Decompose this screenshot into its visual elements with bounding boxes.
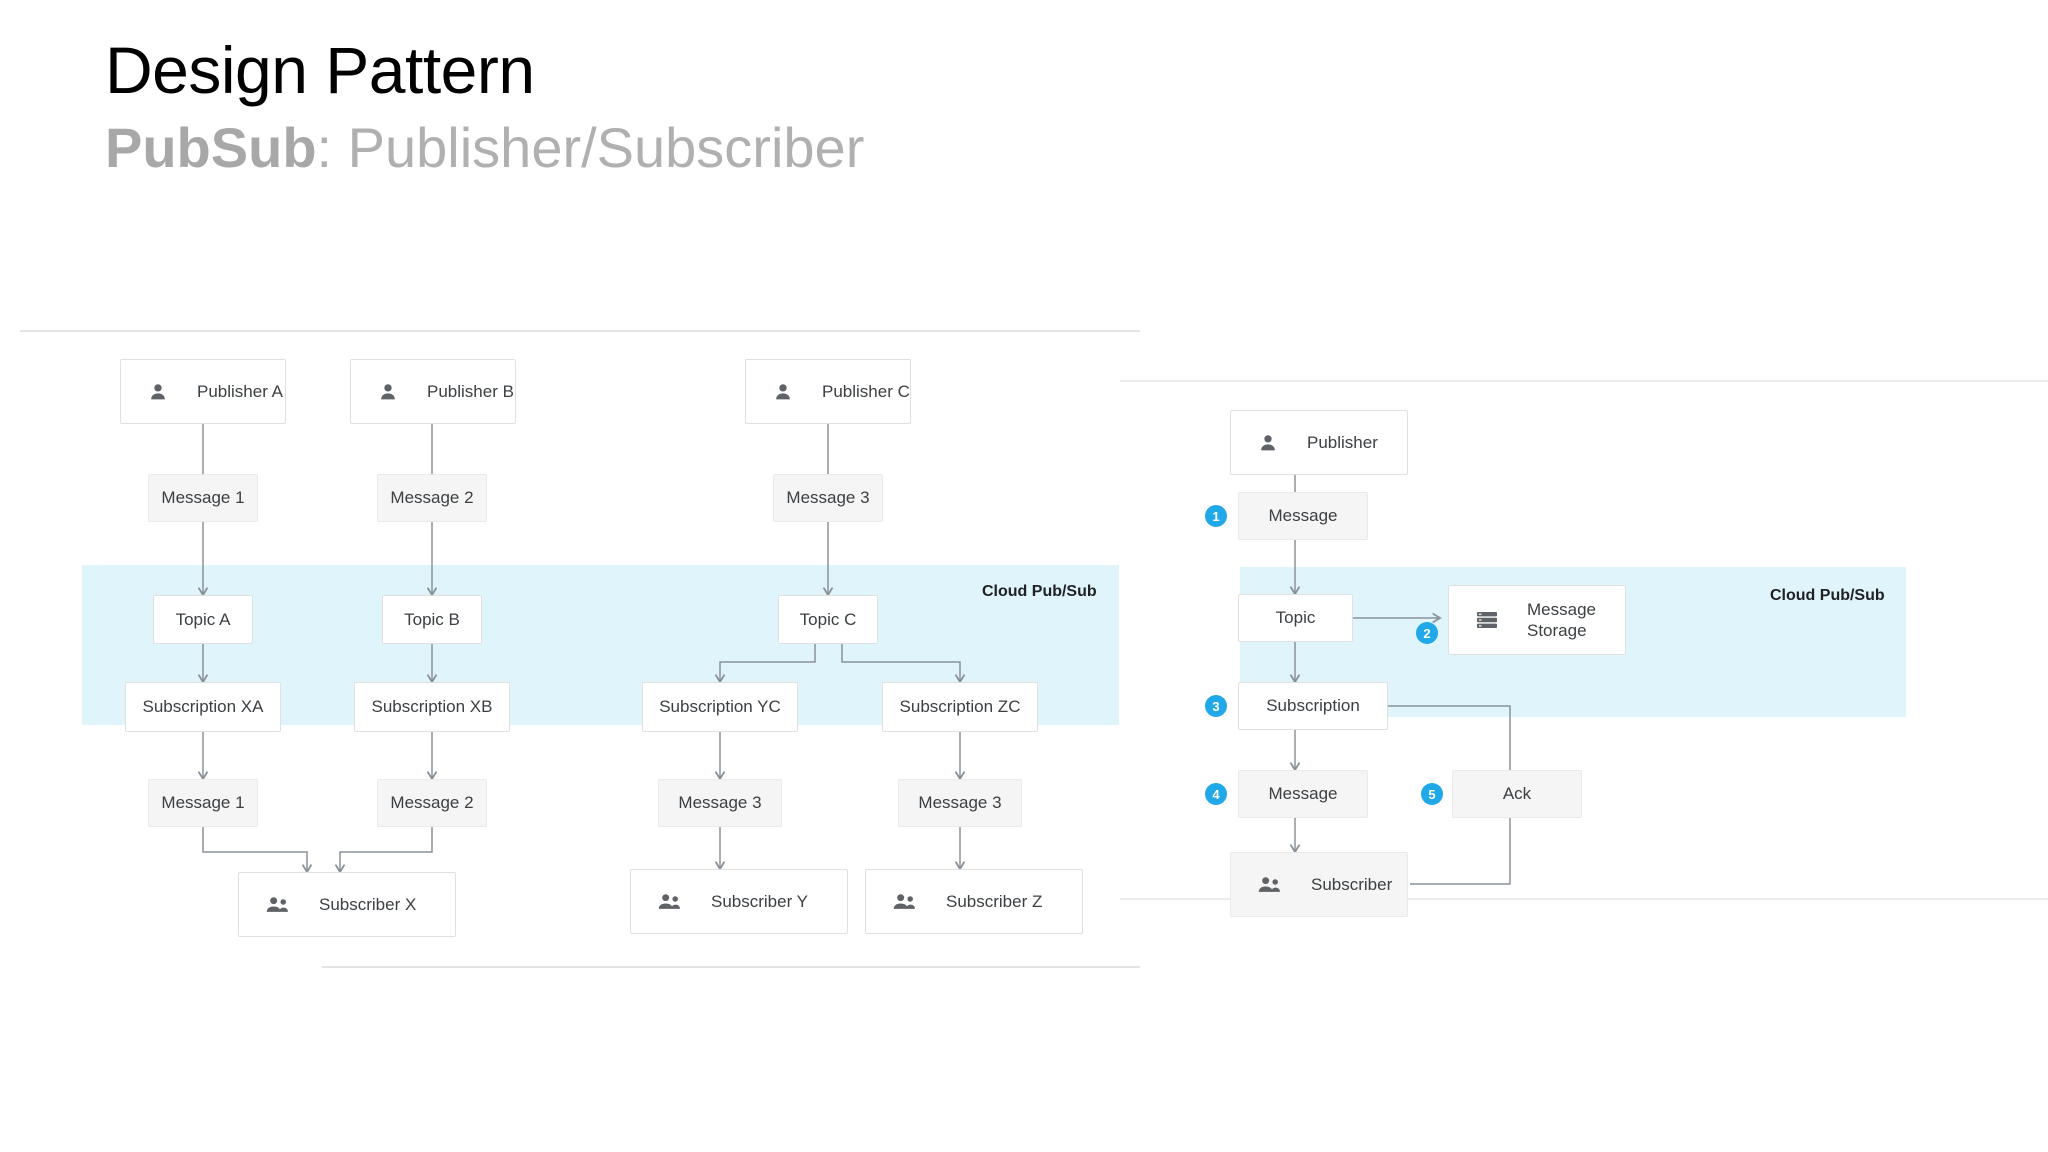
step-badge-3: 3 bbox=[1205, 695, 1227, 717]
step-badge-2: 2 bbox=[1416, 622, 1438, 644]
subtitle-bold: PubSub bbox=[105, 116, 317, 180]
person-icon bbox=[1257, 432, 1279, 454]
subscriber-y-label: Subscriber Y bbox=[711, 891, 809, 911]
message-1-in-node[interactable]: Message 1 bbox=[148, 474, 258, 522]
topic-a-node[interactable]: Topic A bbox=[153, 595, 253, 644]
topic-b-label: Topic B bbox=[404, 609, 460, 629]
page-subtitle: PubSub: Publisher/Subscriber bbox=[105, 115, 1505, 181]
message-1-out-node[interactable]: Message 1 bbox=[148, 779, 258, 827]
cloud-pubsub-label: Cloud Pub/Sub bbox=[982, 583, 1097, 600]
topic-c-node[interactable]: Topic C bbox=[778, 595, 878, 644]
message-2-in-node[interactable]: Message 2 bbox=[377, 474, 487, 522]
cloud-pubsub-label: Cloud Pub/Sub bbox=[1770, 587, 1885, 604]
subscription-xa-label: Subscription XA bbox=[142, 697, 264, 716]
message-2-in-label: Message 2 bbox=[390, 488, 474, 507]
message-storage-line2: Storage bbox=[1527, 621, 1587, 640]
message-1-in-label: Message 1 bbox=[161, 488, 245, 507]
title-block: Design Pattern PubSub: Publisher/Subscri… bbox=[105, 33, 1505, 181]
message-in-label: Message bbox=[1268, 506, 1338, 525]
subscription-zc-node[interactable]: Subscription ZC bbox=[882, 682, 1038, 732]
subscription-node[interactable]: Subscription bbox=[1238, 682, 1388, 730]
message-3-out-y-label: Message 3 bbox=[678, 793, 762, 812]
subscriber-label: Subscriber bbox=[1311, 874, 1393, 894]
group-icon bbox=[1257, 874, 1283, 896]
person-icon bbox=[772, 381, 794, 403]
message-3-in-label: Message 3 bbox=[786, 488, 870, 507]
publisher-node[interactable]: Publisher bbox=[1230, 410, 1408, 475]
subscriber-node[interactable]: Subscriber bbox=[1230, 852, 1408, 917]
step-badge-4: 4 bbox=[1205, 783, 1227, 805]
subscriber-y-node[interactable]: Subscriber Y bbox=[630, 869, 848, 934]
message-3-out-z-label: Message 3 bbox=[918, 793, 1002, 812]
pubsub-lifecycle-diagram: Cloud Pub/Sub Publisher bbox=[1120, 380, 2048, 917]
storage-icon bbox=[1475, 609, 1499, 631]
message-out-node[interactable]: Message bbox=[1238, 770, 1368, 818]
message-2-out-label: Message 2 bbox=[390, 793, 474, 812]
subscriber-x-label: Subscriber X bbox=[319, 894, 417, 914]
publisher-a-node[interactable]: Publisher A bbox=[120, 359, 286, 424]
message-2-out-node[interactable]: Message 2 bbox=[377, 779, 487, 827]
subscription-yc-node[interactable]: Subscription YC bbox=[642, 682, 798, 732]
person-icon bbox=[147, 381, 169, 403]
topic-label: Topic bbox=[1275, 608, 1316, 627]
message-3-out-y-node[interactable]: Message 3 bbox=[658, 779, 782, 827]
subscription-zc-label: Subscription ZC bbox=[899, 697, 1021, 716]
subscriber-x-node[interactable]: Subscriber X bbox=[238, 872, 456, 937]
person-icon bbox=[377, 381, 399, 403]
page-title: Design Pattern bbox=[105, 33, 535, 107]
publisher-c-label: Publisher C bbox=[822, 381, 910, 401]
publisher-c-node[interactable]: Publisher C bbox=[745, 359, 911, 424]
group-icon bbox=[657, 891, 683, 913]
message-1-out-label: Message 1 bbox=[161, 793, 245, 812]
subscription-xa-node[interactable]: Subscription XA bbox=[125, 682, 281, 732]
publisher-b-label: Publisher B bbox=[427, 381, 514, 401]
message-3-out-z-node[interactable]: Message 3 bbox=[898, 779, 1022, 827]
subscriber-z-node[interactable]: Subscriber Z bbox=[865, 869, 1083, 934]
topic-c-label: Topic C bbox=[799, 609, 857, 629]
group-icon bbox=[892, 891, 918, 913]
subscription-xb-node[interactable]: Subscription XB bbox=[354, 682, 510, 732]
subtitle-rest: : Publisher/Subscriber bbox=[316, 116, 865, 180]
left-diagram-bottom-rule bbox=[322, 966, 1140, 968]
publisher-a-label: Publisher A bbox=[197, 381, 283, 401]
message-out-label: Message bbox=[1268, 784, 1338, 803]
subscriber-z-label: Subscriber Z bbox=[946, 891, 1043, 911]
topic-a-label: Topic A bbox=[175, 609, 231, 629]
publisher-b-node[interactable]: Publisher B bbox=[350, 359, 516, 424]
subscription-xb-label: Subscription XB bbox=[371, 697, 493, 716]
subscription-yc-label: Subscription YC bbox=[659, 697, 781, 716]
subscription-label: Subscription bbox=[1266, 696, 1360, 715]
topic-b-node[interactable]: Topic B bbox=[382, 595, 482, 644]
ack-node[interactable]: Ack bbox=[1452, 770, 1582, 818]
publisher-label: Publisher bbox=[1307, 432, 1378, 452]
pubsub-fanout-diagram: Cloud Pub/Sub bbox=[20, 330, 1140, 970]
ack-label: Ack bbox=[1502, 784, 1532, 803]
step-badge-5: 5 bbox=[1421, 783, 1443, 805]
message-storage-line1: Message bbox=[1527, 599, 1596, 619]
group-icon bbox=[265, 894, 291, 916]
message-in-node[interactable]: Message bbox=[1238, 492, 1368, 540]
topic-node[interactable]: Topic bbox=[1238, 594, 1353, 642]
step-badge-1: 1 bbox=[1205, 505, 1227, 527]
message-3-in-node[interactable]: Message 3 bbox=[773, 474, 883, 522]
